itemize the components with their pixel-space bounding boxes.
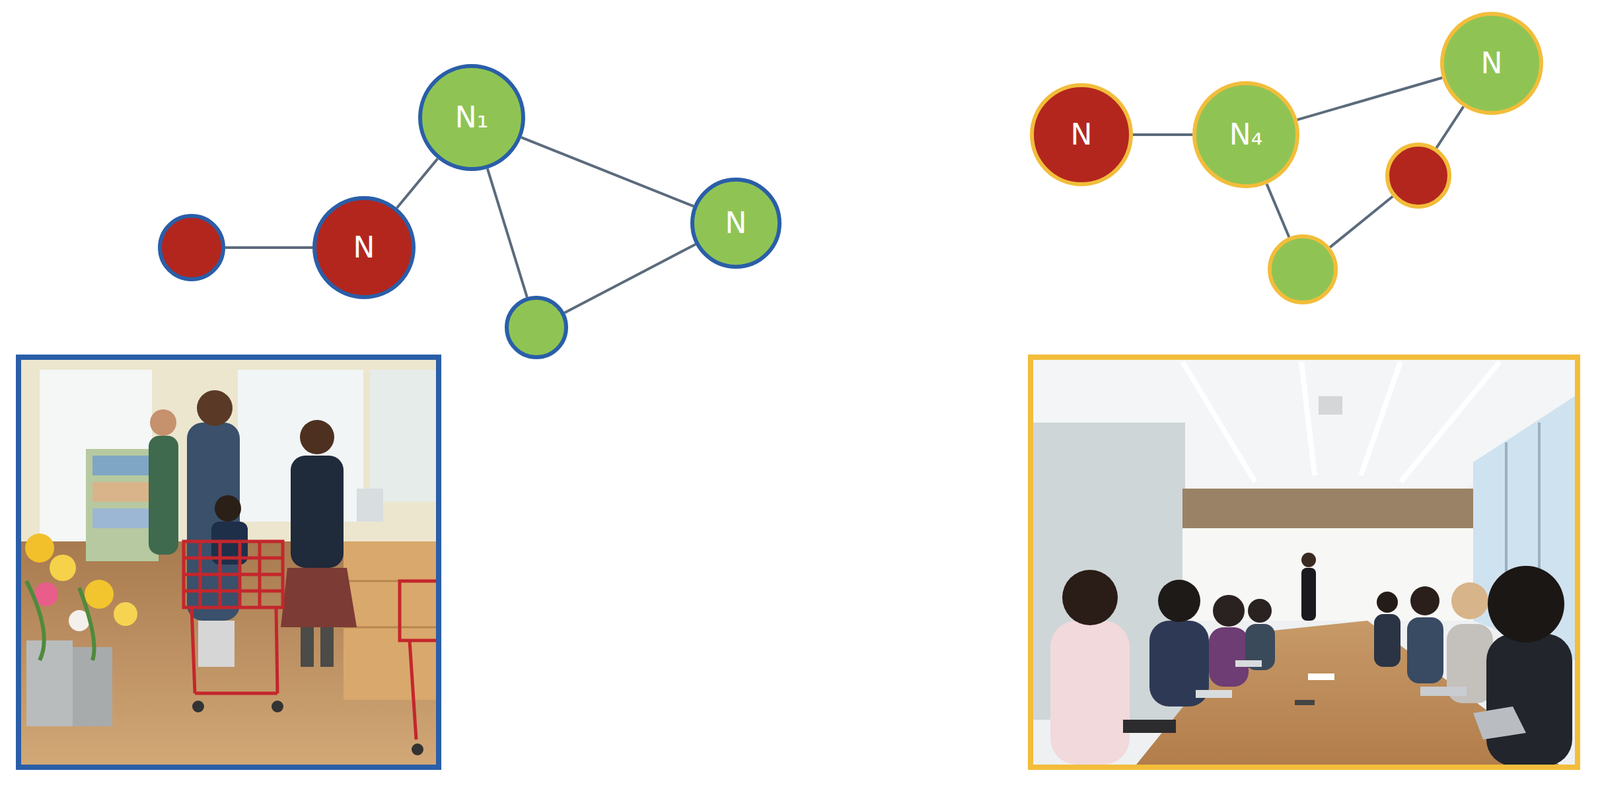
graph-dot	[157, 214, 226, 282]
graph-edge	[1132, 134, 1193, 136]
graph-node: N	[312, 196, 416, 300]
store-photo	[21, 360, 437, 765]
photo-frame	[18, 357, 439, 768]
node-label: N	[725, 208, 748, 238]
graph-edge	[564, 244, 696, 314]
edge-line	[564, 244, 696, 314]
graph-edge	[1436, 106, 1464, 148]
graph-node: N	[690, 177, 782, 269]
edge-line	[1436, 106, 1464, 148]
node-label: N	[353, 233, 376, 263]
graph-dot	[1267, 234, 1338, 305]
graph-node: N₄	[1192, 81, 1300, 189]
graph-node: N	[1440, 11, 1544, 115]
graph-edge	[225, 247, 313, 249]
edge-line	[487, 168, 528, 298]
graph-dot	[504, 295, 569, 360]
edge-line	[397, 158, 438, 208]
node-label: N	[1481, 48, 1503, 78]
graph-edge	[1266, 184, 1289, 238]
graph-edge	[521, 137, 694, 207]
meeting-photo	[1033, 360, 1575, 765]
edge-line	[1266, 184, 1289, 238]
edge-line	[521, 137, 694, 207]
graph-node: N₁	[418, 64, 526, 172]
edge-line	[1329, 196, 1393, 248]
graph-dot	[1385, 142, 1452, 209]
graph-node: N	[1029, 83, 1133, 187]
graph-edge	[1297, 77, 1443, 121]
edge-line	[225, 246, 313, 250]
node-label: N	[1070, 120, 1093, 150]
edge-line	[1297, 77, 1443, 121]
edge-line	[1132, 133, 1193, 137]
graph-edge	[1329, 196, 1393, 248]
graph-edge	[487, 168, 528, 298]
photo-frame	[1030, 357, 1578, 768]
node-label: N₁	[455, 103, 489, 133]
node-label: N₄	[1229, 120, 1264, 150]
graph-edge	[397, 158, 438, 208]
